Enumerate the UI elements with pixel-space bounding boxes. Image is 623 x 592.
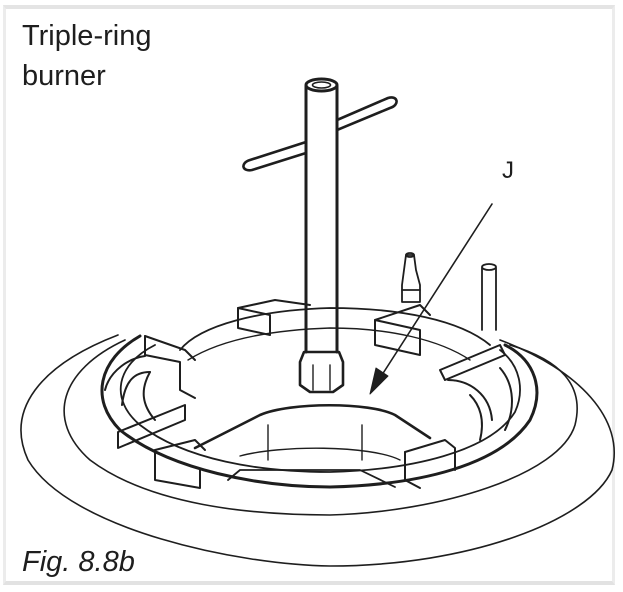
ignition-electrode (402, 253, 420, 302)
callout-arrow-j (370, 204, 492, 394)
figure-caption: Fig. 8.8b (22, 546, 135, 578)
thermocouple-probe (482, 264, 496, 330)
figure-title: Triple-ring burner (22, 16, 151, 96)
figure-frame (3, 5, 615, 585)
tee-handle-box-spanner (243, 79, 396, 392)
burner-cap (102, 308, 537, 487)
title-line-1: Triple-ring (22, 20, 152, 52)
title-line-2: burner (22, 60, 106, 92)
hob-surround (21, 335, 614, 566)
callout-label-j: J (502, 157, 514, 184)
pan-support-lugs (105, 300, 512, 488)
